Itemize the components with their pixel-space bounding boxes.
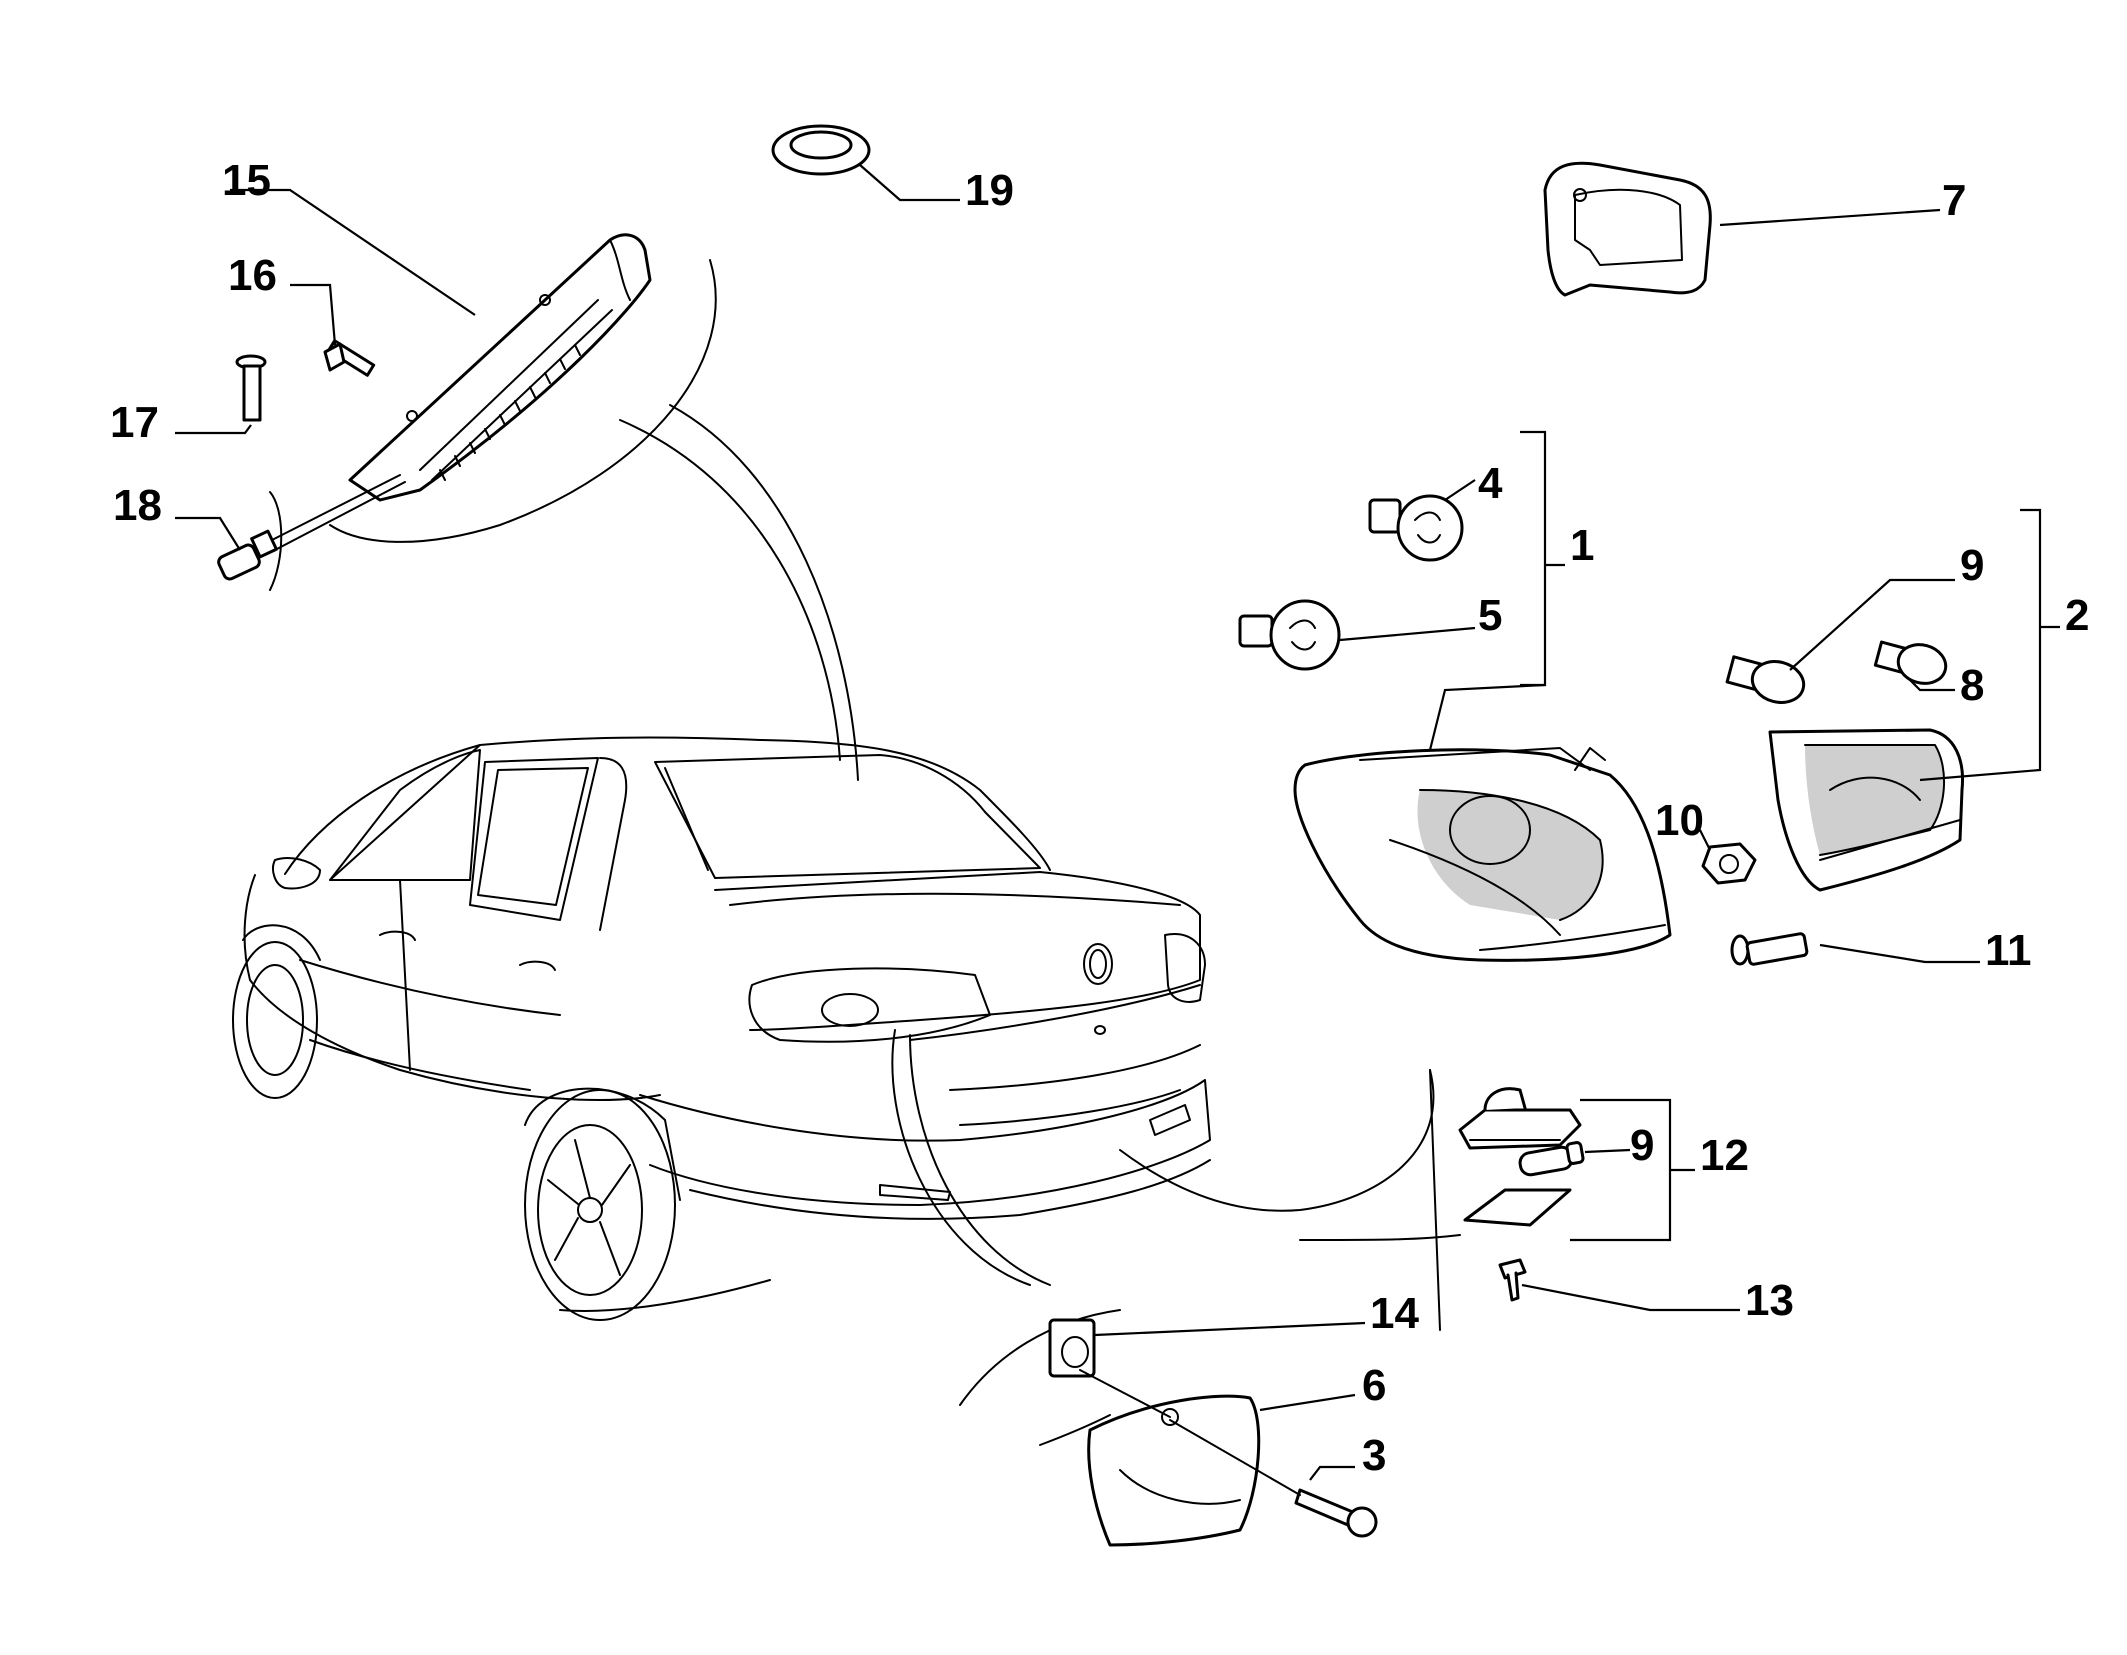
callout-16: 17	[110, 398, 159, 447]
nut-10	[1701, 842, 1757, 885]
gasket-7	[1543, 161, 1712, 297]
callout-6: 6	[1362, 1361, 1386, 1410]
screw-15	[323, 339, 376, 377]
cover-6	[1079, 1369, 1261, 1547]
callout-15: 16	[228, 251, 277, 300]
callout-9-bottom: 9	[1630, 1121, 1654, 1170]
car-outline	[232, 736, 1211, 1321]
clip-19	[1048, 1318, 1096, 1378]
wedge-bulb-8	[1873, 640, 1948, 685]
screw-13	[1498, 1258, 1527, 1302]
bulb-5	[1238, 599, 1341, 671]
screw-3	[1169, 1419, 1378, 1538]
pin-16	[235, 354, 267, 422]
inner-tail-lamp-2	[1768, 728, 1965, 892]
stud-11	[1730, 932, 1809, 966]
callout-7: 7	[1942, 176, 1966, 225]
callout-14: 15	[222, 156, 271, 205]
callout-13: 13	[1745, 1276, 1794, 1325]
bulb-17	[217, 474, 406, 581]
callout-3: 3	[1362, 1431, 1386, 1480]
grommet-18	[771, 124, 871, 176]
callout-17: 18	[113, 481, 162, 530]
lens-gasket-12	[1463, 1188, 1572, 1227]
callout-4: 4	[1478, 459, 1503, 508]
callout-2: 2	[2065, 591, 2089, 640]
wedge-bulb-9-top	[1725, 655, 1806, 704]
detail-connector-curves	[269, 259, 1461, 1446]
outer-tail-lamp-1	[1293, 747, 1672, 962]
callout-9-top: 9	[1960, 541, 1984, 590]
callout-8: 8	[1960, 661, 1984, 710]
festoon-bulb-9-bottom	[1518, 1141, 1585, 1177]
callout-18: 19	[965, 166, 1014, 215]
third-brake-light	[348, 233, 652, 502]
callout-12: 12	[1700, 1131, 1749, 1180]
license-plate-lamp-12	[1458, 1087, 1582, 1150]
callout-10: 10	[1655, 796, 1704, 845]
callout-11: 11	[1985, 926, 2032, 975]
bulb-4	[1368, 494, 1464, 562]
callout-5: 5	[1478, 591, 1502, 640]
callout-19: 14	[1370, 1289, 1419, 1338]
leader-lines	[175, 164, 2060, 1481]
callout-1: 1	[1570, 521, 1594, 570]
callout-labels: 15 16 17 18 19 7 4 1 5 9 2 8 10 11 9 12 …	[110, 156, 2089, 1480]
